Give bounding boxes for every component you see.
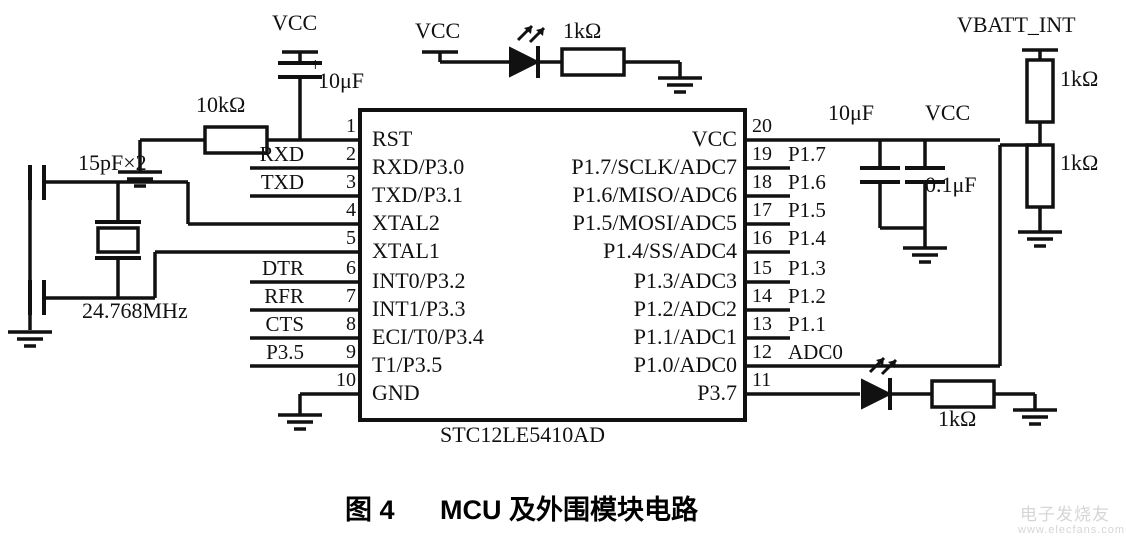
pin-number-18: 18 [752, 171, 772, 193]
net-label-p14: P1.4 [788, 226, 826, 250]
pin-name-11: P3.7 [697, 380, 737, 405]
net-label-p17: P1.7 [788, 142, 826, 166]
pin-number-3: 3 [346, 171, 356, 193]
pin-name-17: P1.5/MOSI/ADC5 [572, 210, 737, 235]
figure-number: 图 4 [345, 495, 395, 525]
pin-name-9: T1/P3.5 [372, 352, 443, 377]
net-label-rfr: RFR [264, 284, 304, 308]
led-top-symbol [509, 24, 562, 78]
bulk-capacitor-symbol [860, 140, 925, 230]
pin-number-8: 8 [346, 313, 356, 335]
pin-name-4: XTAL2 [372, 210, 440, 235]
pin-name-12: P1.0/ADC0 [633, 352, 737, 377]
led-bottom-resistor-symbol [930, 379, 1059, 426]
adc0-divider-net [845, 143, 1040, 368]
pin-number-1: 1 [346, 115, 356, 137]
pin-number-12: 12 [752, 341, 772, 363]
pin-name-3: TXD/P3.1 [372, 182, 464, 207]
net-label-adc0: ADC0 [788, 340, 843, 364]
pin-name-14: P1.2/ADC2 [633, 296, 737, 321]
led-bottom-resistor-value: 1kΩ [938, 406, 977, 431]
net-label-p13: P1.3 [788, 256, 826, 280]
pin-number-17: 17 [752, 199, 772, 221]
reset-capacitor-value: 10μF [318, 68, 365, 93]
vcc-label-right: VCC [925, 100, 971, 125]
pin-name-2: RXD/P3.0 [372, 154, 465, 179]
pin-name-19: P1.7/SCLK/ADC7 [571, 154, 737, 179]
mcu-chip-outline [358, 108, 747, 422]
gnd-net-pin10 [276, 394, 324, 431]
pin-name-20: VCC [691, 126, 737, 151]
vcc-symbol-led [420, 50, 510, 64]
figure-caption: MCU 及外围模块电路 [440, 495, 698, 525]
pin-name-16: P1.4/SS/ADC4 [603, 238, 737, 263]
bulk-capacitor-value: 10μF [828, 100, 875, 125]
divider-resistor-top-symbol [1025, 58, 1055, 145]
vbatt-label: VBATT_INT [957, 12, 1076, 37]
pin-name-1: RST [372, 126, 413, 151]
pin-number-15: 15 [752, 257, 772, 279]
reset-pullup-resistor-symbol [140, 125, 269, 155]
pin-name-7: INT1/P3.3 [372, 296, 466, 321]
net-label-cts: CTS [265, 312, 304, 336]
pin-number-10: 10 [336, 369, 356, 391]
pin-name-13: P1.1/ADC1 [633, 324, 737, 349]
net-label-p16: P1.6 [788, 170, 826, 194]
pin-number-20: 20 [752, 115, 772, 137]
led-top-resistor-value: 1kΩ [563, 18, 602, 43]
net-label-p35: P3.5 [266, 340, 304, 364]
reset-resistor-left-ground [116, 140, 164, 188]
vcc-symbol-reset [280, 50, 320, 62]
net-label-p15: P1.5 [788, 198, 826, 222]
net-label-rxd: RXD [259, 142, 304, 166]
reset-pullup-value: 10kΩ [196, 92, 246, 117]
watermark-url: www.elecfans.com [1018, 524, 1126, 536]
crystal-symbol [95, 182, 141, 298]
pin-number-6: 6 [346, 257, 356, 279]
pin-number-9: 9 [346, 341, 356, 363]
pin-name-8: ECI/T0/P3.4 [372, 324, 484, 349]
crystal-frequency-value: 24.768MHz [82, 298, 188, 323]
led-top-resistor-symbol [560, 47, 704, 94]
vcc-label-led: VCC [415, 18, 461, 43]
net-label-txd: TXD [260, 170, 304, 194]
crystal-caps-value: 15pF×2 [78, 150, 147, 175]
reset-capacitor-symbol [278, 61, 322, 140]
pin-name-18: P1.6/MISO/ADC6 [572, 182, 737, 207]
net-label-dtr: DTR [262, 256, 304, 280]
pin-number-7: 7 [346, 285, 356, 307]
decoupling-capacitor-value: 0.1μF [925, 172, 977, 197]
pin-number-19: 19 [752, 143, 772, 165]
divider-top-value: 1kΩ [1060, 66, 1099, 91]
pin-number-14: 14 [752, 285, 772, 307]
pin-number-13: 13 [752, 313, 772, 335]
pin-name-6: INT0/P3.2 [372, 268, 466, 293]
left-pin-stubs [155, 138, 360, 396]
net-label-p11: P1.1 [788, 312, 826, 336]
pin-name-10: GND [372, 380, 420, 405]
right-pin-stubs [745, 138, 860, 396]
crystal-ground-rail [6, 182, 54, 348]
capacitor-polarity-plus: + [310, 55, 321, 76]
pin-name-15: P1.3/ADC3 [633, 268, 737, 293]
divider-bottom-value: 1kΩ [1060, 150, 1099, 175]
decoupling-capacitor-symbol [901, 140, 949, 264]
pin-number-5: 5 [346, 227, 356, 249]
chip-name-label: STC12LE5410AD [440, 422, 605, 447]
pin-number-11: 11 [752, 369, 772, 391]
led-bottom-symbol [861, 356, 932, 410]
divider-resistor-bottom-symbol [1016, 143, 1064, 248]
pin-number-4: 4 [346, 199, 356, 221]
vcc-label-reset: VCC [272, 10, 318, 35]
pin-number-2: 2 [346, 143, 356, 165]
watermark-brand: 电子发烧友 [1020, 505, 1110, 524]
pin-name-5: XTAL1 [372, 238, 440, 263]
pin-number-16: 16 [752, 227, 772, 249]
net-label-p12: P1.2 [788, 284, 826, 308]
